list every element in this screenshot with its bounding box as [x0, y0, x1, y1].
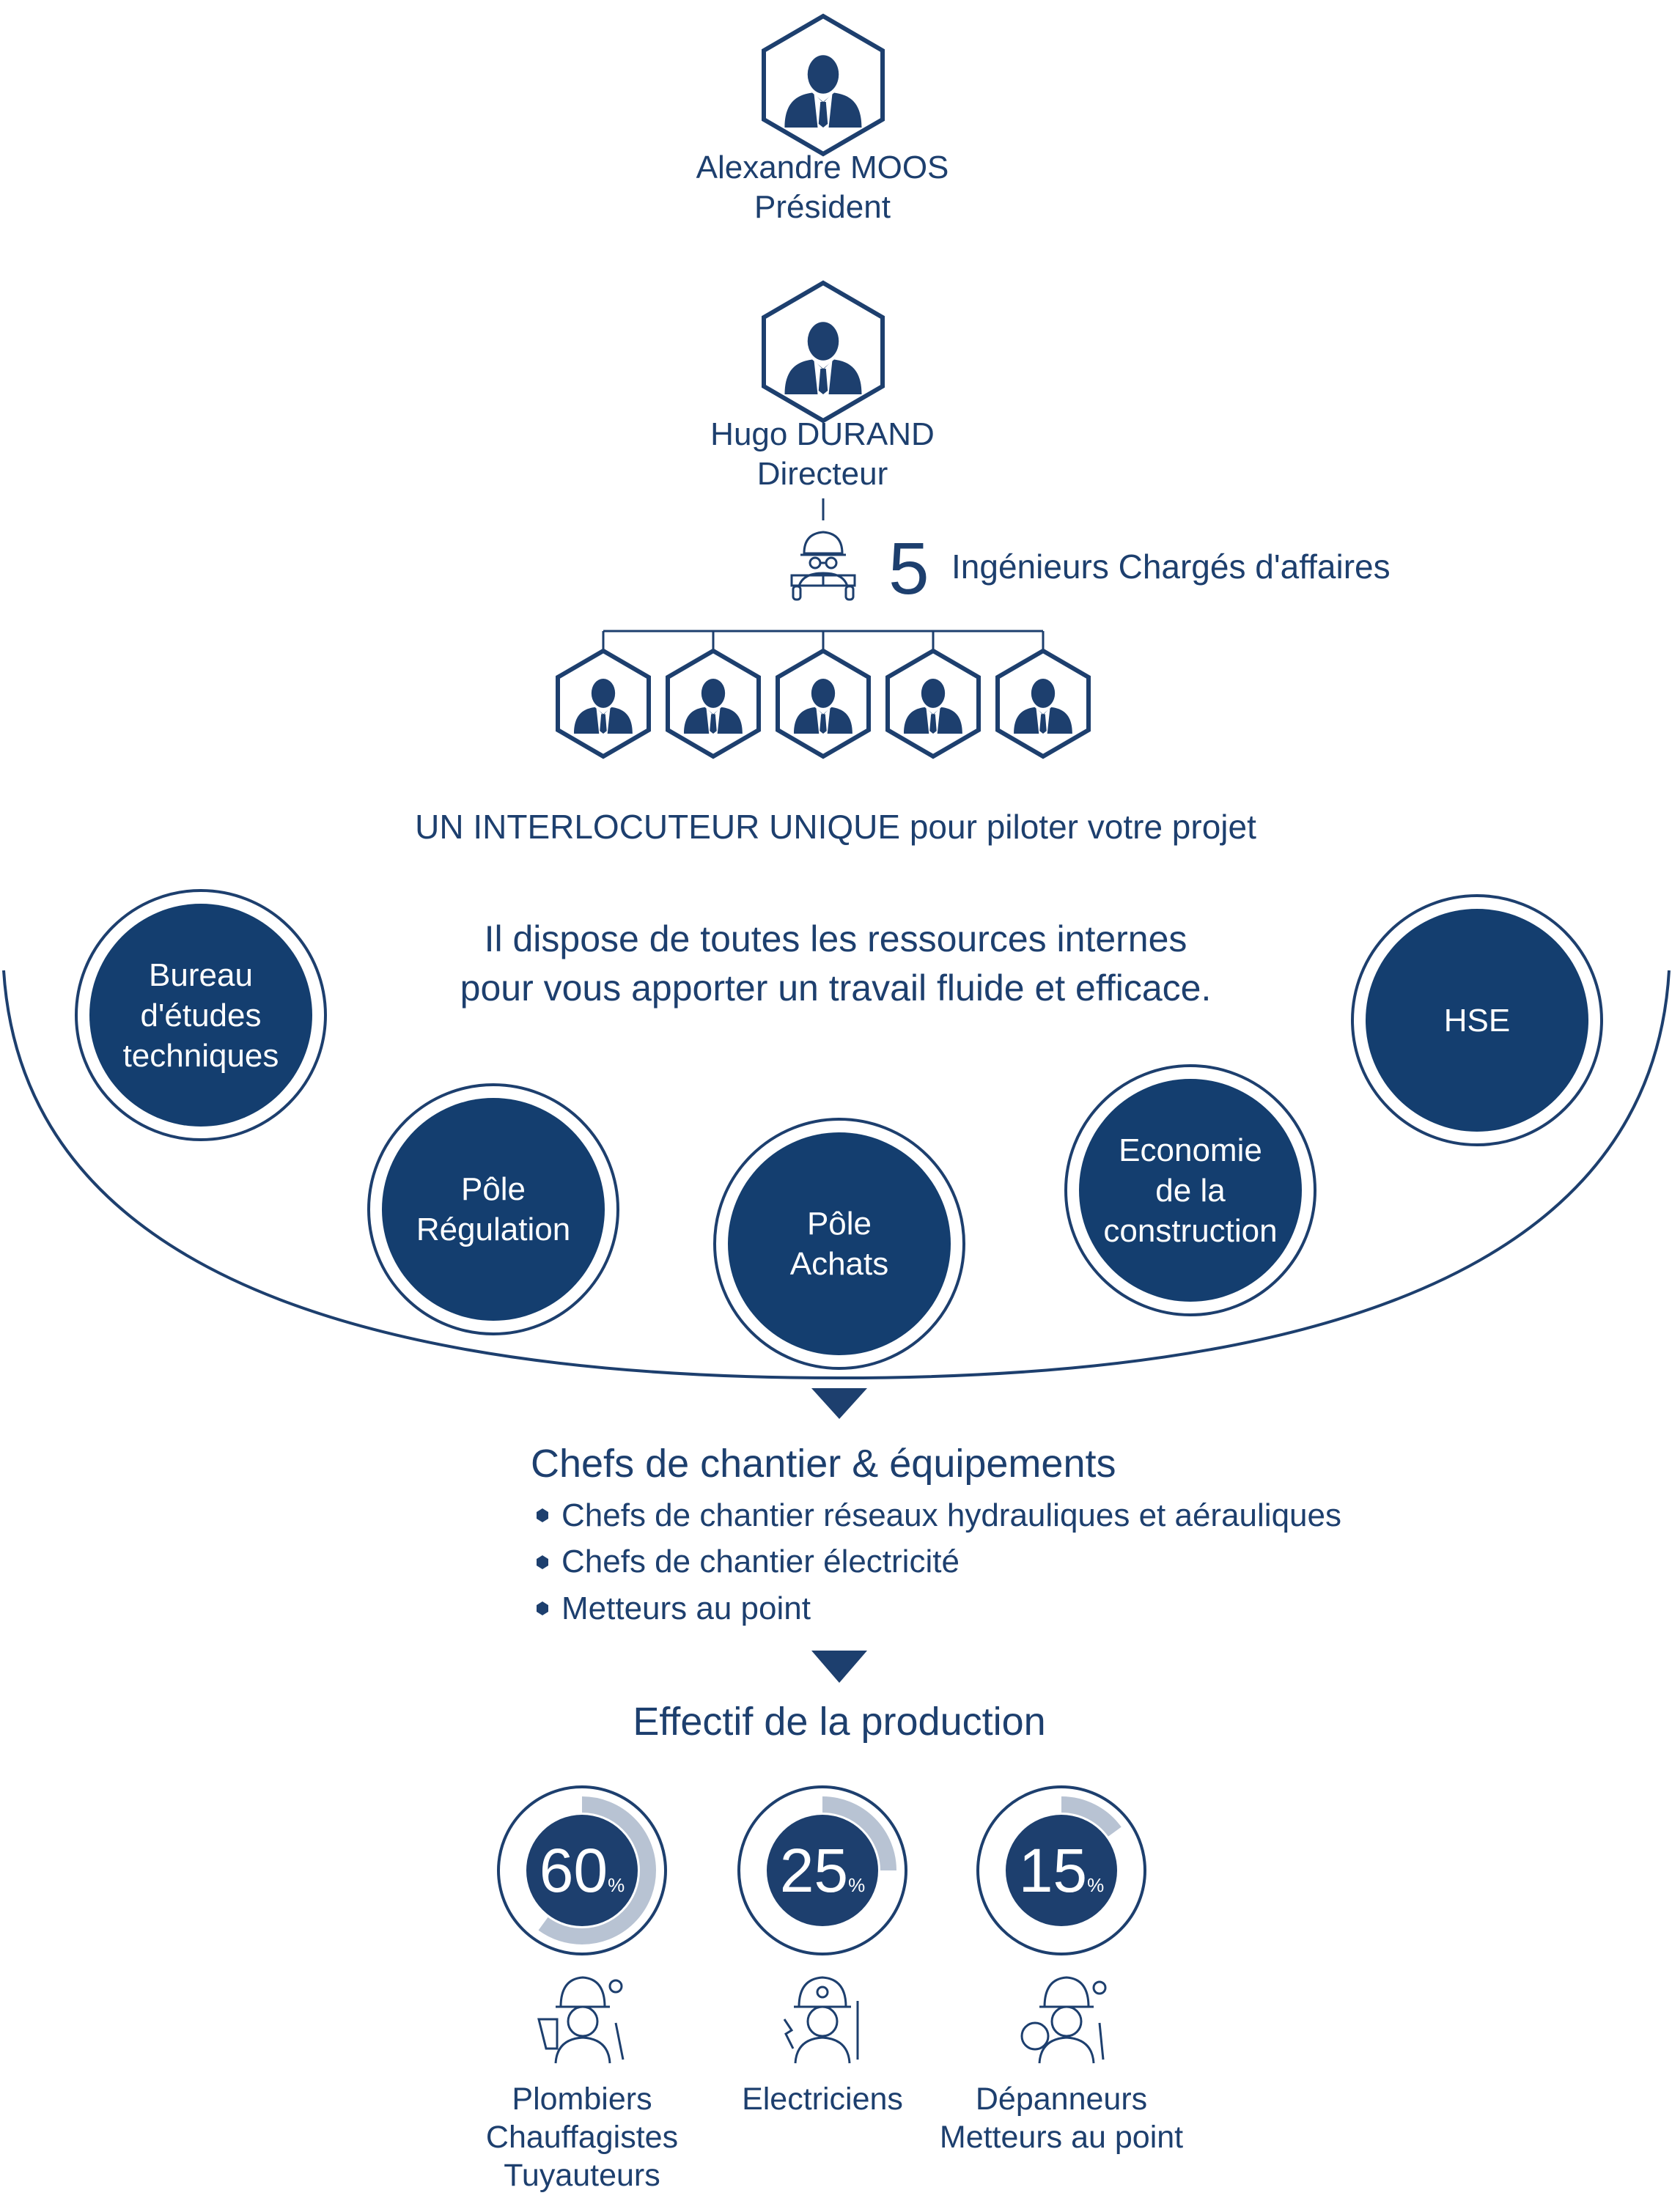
donut-center-electricians — [767, 1815, 878, 1926]
down-arrow-icon — [811, 1651, 867, 1683]
president-card: Alexandre MOOS Président — [603, 148, 1042, 227]
bullet-icon — [537, 1555, 548, 1569]
percent-value-repairmen: 15% — [1018, 1836, 1105, 1905]
list-item: Chefs de chantier réseaux hydrauliques e… — [561, 1497, 1341, 1533]
worker-label-plumbers: Plombiers Chauffagistes Tuyauteurs — [485, 2082, 679, 2193]
resources-curve — [2, 970, 1671, 1380]
production-title: Effectif de la production — [633, 1700, 1046, 1744]
director-avatar-icon — [762, 280, 885, 424]
department-label-hse: HSE — [1443, 1002, 1511, 1039]
plumber-icon — [537, 1976, 625, 2064]
resources-statement: Il dispose de toutes les ressources inte… — [323, 915, 1349, 1013]
worker-label-repairmen: Dépanneurs Metteurs au point — [939, 2082, 1184, 2155]
engineers-branch-lines — [602, 630, 1045, 649]
repairman-icon — [1020, 1976, 1107, 2064]
donut-arc-repairmen — [987, 1796, 1135, 1944]
list-item: Chefs de chantier électricité — [561, 1544, 960, 1579]
engineer-icon — [790, 531, 856, 601]
president-role: Président — [754, 189, 891, 225]
engineer-avatar-icon — [776, 648, 871, 759]
engineers-label: Ingénieurs Chargés d'affaires — [951, 548, 1391, 586]
department-circle — [1351, 894, 1603, 1146]
worker-label-electricians: Electriciens — [742, 2082, 903, 2117]
bullet-icon — [537, 1508, 548, 1522]
department-circle — [713, 1118, 965, 1370]
percent-value-electricians: 25% — [779, 1836, 866, 1905]
list-item: Metteurs au point — [561, 1590, 811, 1626]
director-role: Directeur — [756, 456, 888, 492]
donut-arc-electricians — [748, 1796, 896, 1944]
down-arrow-icon — [811, 1388, 867, 1419]
engineer-avatar-icon — [666, 648, 761, 759]
donut-center-plumbers — [526, 1815, 638, 1926]
engineer-avatar-icon — [556, 648, 651, 759]
department-circle — [367, 1083, 619, 1335]
single-contact-emphasis: UN INTERLOCUTEUR UNIQUE — [415, 808, 901, 846]
single-contact-statement: UN INTERLOCUTEUR UNIQUE pour piloter vot… — [249, 806, 1422, 847]
department-circle — [75, 889, 327, 1141]
engineer-avatar-icon — [885, 648, 981, 759]
director-card: Hugo DURAND Directeur — [603, 415, 1042, 494]
resources-line-2: pour vous apporter un travail fluide et … — [460, 967, 1212, 1009]
bullet-icon — [537, 1601, 548, 1615]
director-name: Hugo DURAND — [710, 416, 935, 452]
engineer-avatar-icon — [995, 648, 1091, 759]
donut-center-repairmen — [1006, 1815, 1117, 1926]
resources-line-1: Il dispose de toutes les ressources inte… — [484, 918, 1187, 959]
president-name: Alexandre MOOS — [696, 150, 949, 185]
engineers-count: 5 — [888, 528, 929, 610]
percent-value-plumbers: 60% — [539, 1836, 625, 1905]
site-managers-title: Chefs de chantier & équipements — [531, 1442, 1116, 1486]
donut-arc-plumbers — [508, 1796, 656, 1944]
single-contact-text: pour piloter votre projet — [900, 808, 1256, 846]
electrician-icon — [783, 1976, 859, 2064]
president-avatar-icon — [762, 13, 885, 157]
department-circle — [1064, 1064, 1316, 1316]
production-donuts — [497, 1785, 1146, 1955]
